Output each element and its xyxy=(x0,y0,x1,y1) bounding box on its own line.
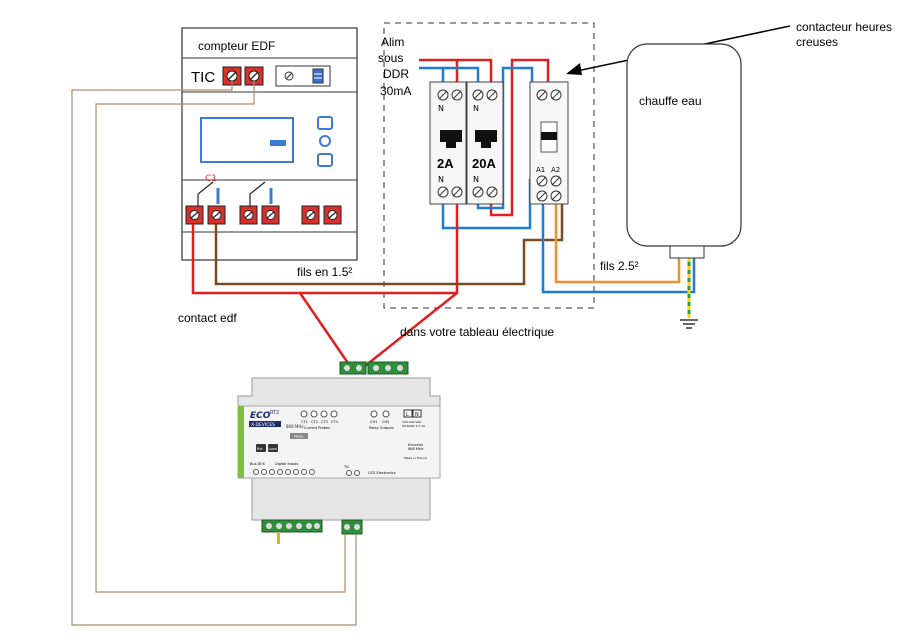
off-peak-contactor: A1 A2 xyxy=(529,81,569,205)
edf-relay-to-coil xyxy=(214,200,564,286)
module-relay-caption: Relay Outputs xyxy=(369,426,394,430)
module-enocean-2: 868 MHz xyxy=(408,447,423,451)
module-n: N xyxy=(415,412,419,418)
contactor-a1-label: A1 xyxy=(536,166,545,174)
breaker-20a: N 20A N xyxy=(466,81,504,205)
water-heater xyxy=(626,43,742,259)
panel-note-label: dans votre tableau électrique xyxy=(400,325,554,339)
tic-wire-1 xyxy=(71,80,357,626)
meter-output-terminals xyxy=(185,205,342,225)
meter-button-bottom[interactable] xyxy=(317,153,333,167)
breaker-20a-top-n: N xyxy=(473,104,479,113)
module-digital-caption: Digital Inputs xyxy=(275,462,299,466)
phase-to-module-a xyxy=(298,292,352,367)
contactor-label-2: creuses xyxy=(796,35,838,49)
alim-line-2: sous xyxy=(378,51,403,65)
wires-15-label: fils en 1.5² xyxy=(297,265,352,279)
module-ch2: CH2 xyxy=(382,420,389,424)
breaker-2a: N 2A N xyxy=(429,81,467,205)
module-load-button[interactable] xyxy=(268,444,278,452)
module-made-in: Made in France xyxy=(404,456,427,460)
phase-to-contactor xyxy=(489,58,550,217)
wires-25-label: fils 2.5² xyxy=(600,259,639,273)
module-rst-label: Rst xyxy=(257,447,263,451)
module-ct2: CT2 xyxy=(311,420,318,424)
module-ct4: CT4 xyxy=(331,420,339,424)
module-bus-caption: Bus DEX xyxy=(250,462,265,466)
module-rst-button[interactable] xyxy=(256,444,266,452)
alim-line-4: 30mA xyxy=(380,84,411,98)
wires xyxy=(71,58,698,626)
module-ct3: CT3 xyxy=(321,420,328,424)
breaker-2a-top-n: N xyxy=(438,104,444,113)
meter-title: compteur EDF xyxy=(198,39,275,53)
module-tic-caption: TIC xyxy=(343,465,350,469)
module-radio: 868 MHz xyxy=(286,424,303,429)
contact-edf-label: contact edf xyxy=(178,311,237,325)
module-power-caption-1: 100-240 VAC xyxy=(402,420,421,424)
meter-button-round[interactable] xyxy=(319,135,331,147)
module-subtitle: X-DEVICES xyxy=(251,422,275,428)
eco-rt2-module: ECO RT2 X-DEVICES 868 MHz CT1 CT2 CT3 CT… xyxy=(237,361,441,544)
module-ct1: CT1 xyxy=(301,420,308,424)
relay-c1 xyxy=(197,181,273,206)
module-l: L xyxy=(406,412,409,418)
meter-button-top[interactable] xyxy=(317,116,333,130)
module-mode: Mode xyxy=(294,435,304,439)
edf-meter: compteur EDF TIC C1 xyxy=(181,27,358,261)
heater-phase xyxy=(554,200,681,284)
breaker-20a-bottom-n: N xyxy=(473,175,479,184)
electrical-panel-outline xyxy=(383,22,595,309)
neutral-in-20a xyxy=(443,66,480,88)
heater-neutral xyxy=(541,200,696,294)
module-top-connector-1 xyxy=(339,361,367,375)
water-heater-label: chauffe eau xyxy=(639,94,702,108)
module-brand: ECO xyxy=(250,411,271,421)
module-load-label: Load xyxy=(269,447,277,451)
breaker-2a-bottom-n: N xyxy=(438,175,444,184)
module-gce: GCE Electronics xyxy=(368,471,396,475)
breaker-2a-rating: 2A xyxy=(437,156,454,171)
module-power-caption-2: 50-60Hz 1.5 VA xyxy=(402,424,426,428)
alim-line-3: DDR xyxy=(383,67,409,81)
module-enocean-1: Enocean xyxy=(408,443,423,447)
module-ct-caption: Current Probes xyxy=(304,426,330,430)
module-ch1: CH1 xyxy=(370,420,377,424)
tic-wire-2 xyxy=(95,80,346,593)
module-model: RT2 xyxy=(270,410,279,416)
relay-c1-label: C1 xyxy=(205,174,217,184)
breaker-20a-rating: 20A xyxy=(472,156,496,171)
phase-to-module-b xyxy=(364,292,458,367)
module-tic-connector xyxy=(341,519,363,535)
contactor-label-1: contacteur heures xyxy=(796,20,892,34)
contactor-a2-label: A2 xyxy=(551,166,560,174)
module-input-dots xyxy=(253,469,315,475)
phase-in-20a xyxy=(457,58,493,88)
alim-line-1: Alim xyxy=(381,35,404,49)
phase-to-edf-contact xyxy=(191,200,459,295)
tic-label: TIC xyxy=(191,69,215,86)
